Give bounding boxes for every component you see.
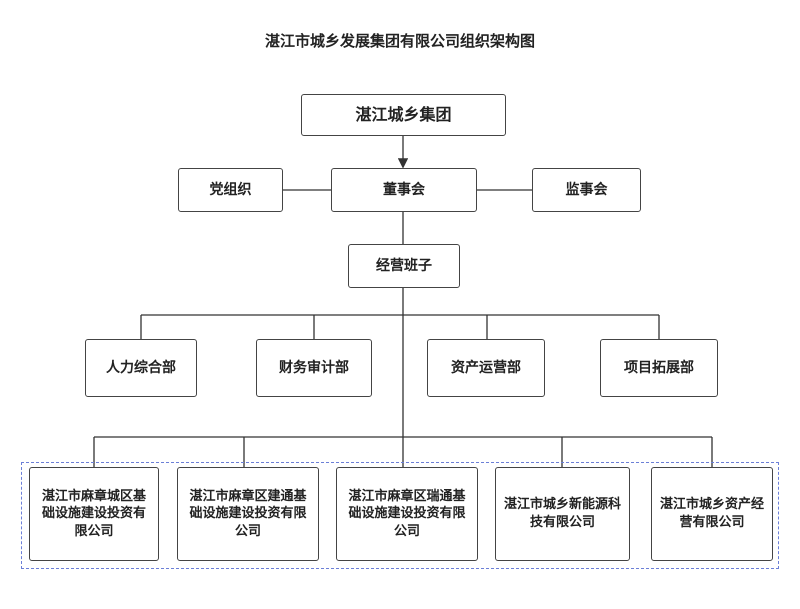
node-top-group: 湛江城乡集团 [301,94,506,136]
node-department: 资产运营部 [427,339,545,397]
node-department: 项目拓展部 [600,339,718,397]
node-party-organization: 党组织 [178,168,283,212]
diagram-title: 湛江市城乡发展集团有限公司组织架构图 [264,32,535,50]
node-department: 财务审计部 [256,339,372,397]
node-board-of-directors: 董事会 [331,168,477,212]
node-subsidiary: 湛江市城乡新能源科技有限公司 [495,467,630,561]
node-subsidiary: 湛江市麻章区建通基础设施建设投资有限公司 [177,467,319,561]
node-management-team: 经营班子 [348,244,460,288]
subsidiaries-group-border [21,462,779,569]
node-department: 人力综合部 [85,339,197,397]
node-subsidiary: 湛江市麻章区瑞通基础设施建设投资有限公司 [336,467,478,561]
node-subsidiary: 湛江市麻章城区基础设施建设投资有限公司 [29,467,159,561]
node-supervisory-board: 监事会 [532,168,641,212]
node-subsidiary: 湛江市城乡资产经营有限公司 [651,467,773,561]
